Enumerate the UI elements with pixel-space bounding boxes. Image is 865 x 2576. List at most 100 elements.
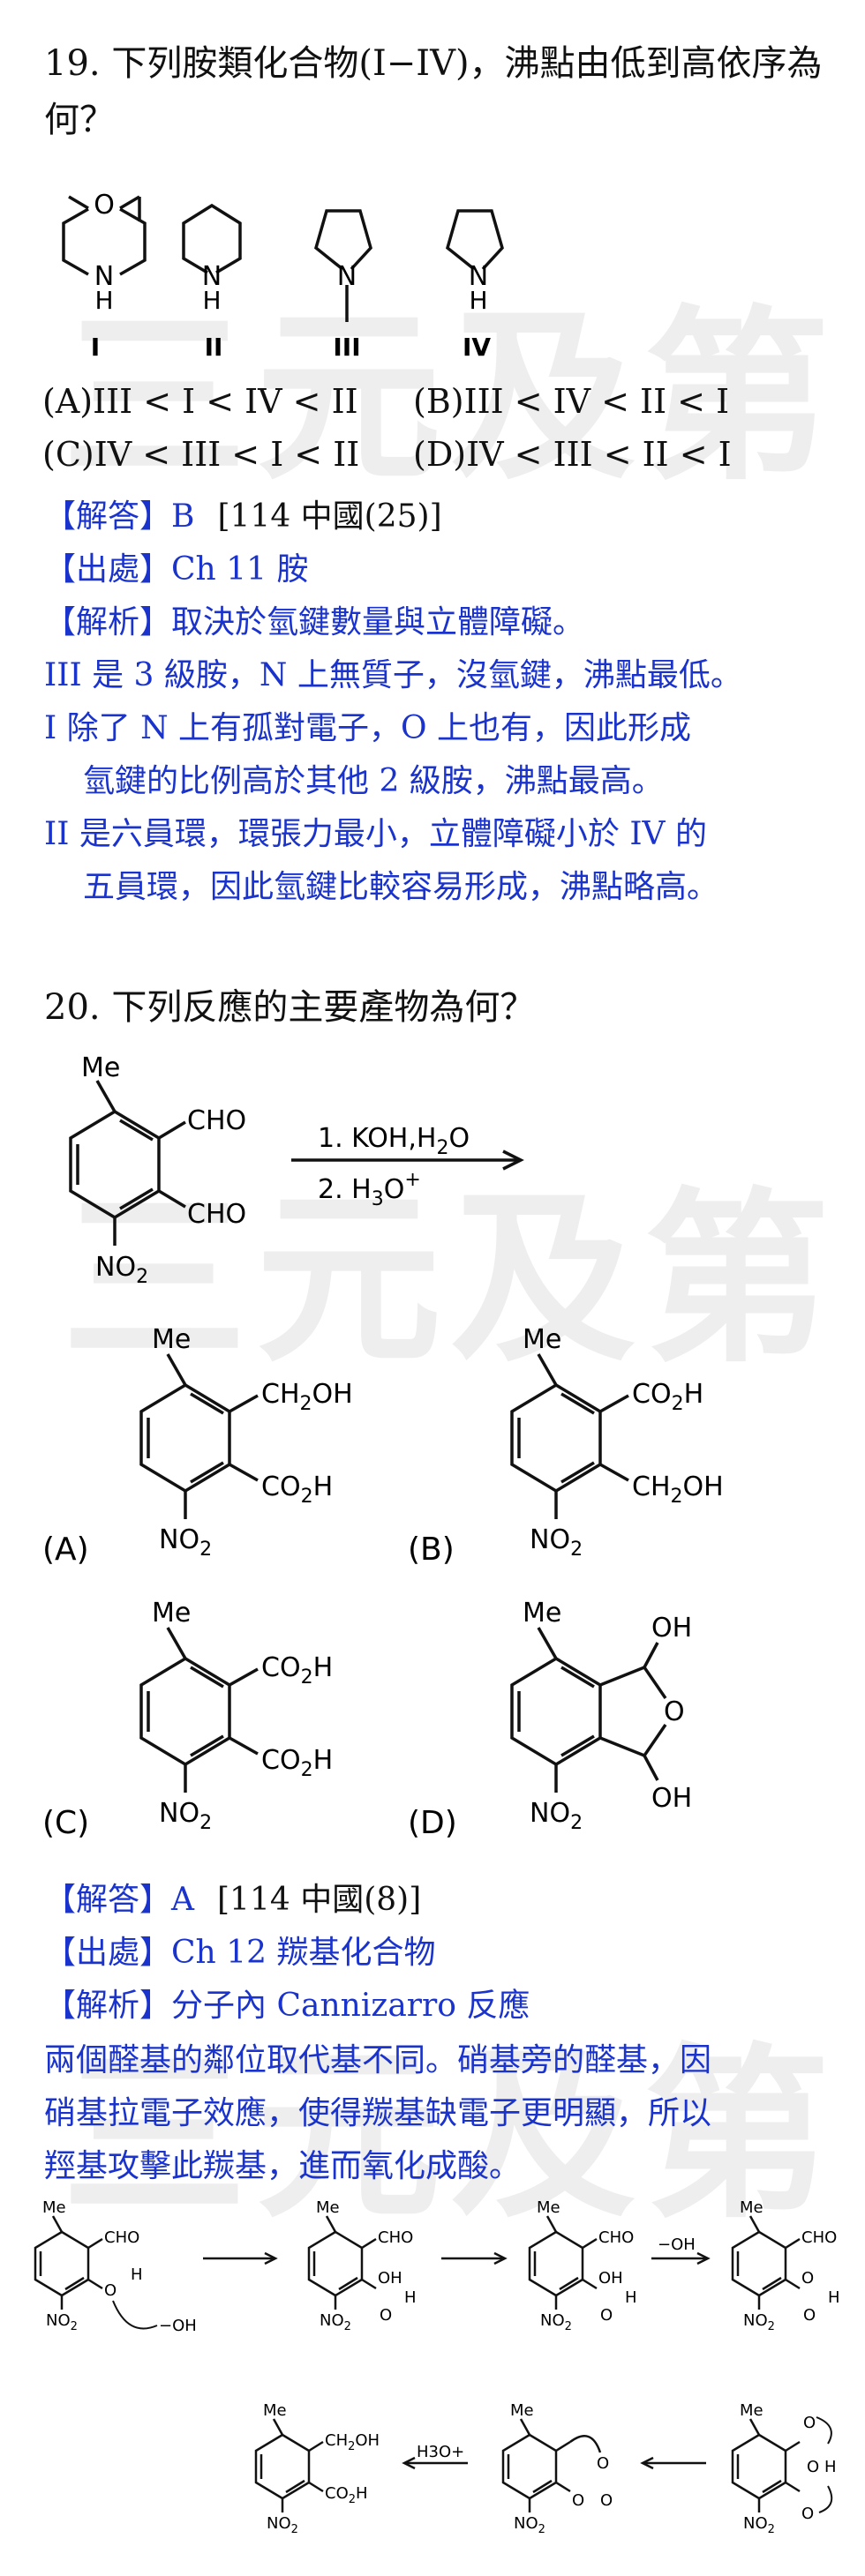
- svg-text:CHO: CHO: [378, 2228, 413, 2247]
- q19-option-d: (D)IV < III < II < I: [413, 435, 732, 474]
- opt-c-co2h-bottom: CO2H: [261, 1745, 333, 1781]
- svg-text:H: H: [824, 2458, 837, 2476]
- watermark: 三元及第: [62, 289, 839, 505]
- q19-stem-line2: 何？: [44, 100, 115, 140]
- svg-text:Me: Me: [537, 2198, 560, 2217]
- q19-exp-line: I 除了 N 上有孤對電子，O 上也有，因此形成: [44, 710, 692, 746]
- label-II: II: [205, 333, 223, 362]
- mech-step-4: Me CHO O H O NO2: [731, 2198, 840, 2333]
- q19-exp-line: III 是 3 級胺，N 上無質子，沒氫鍵，沸點最低。: [44, 657, 742, 693]
- svg-text:Me: Me: [510, 2401, 534, 2420]
- watermark: 三元及第: [62, 1172, 839, 1388]
- mech-step-2: Me CHO OH H O NO2: [307, 2198, 417, 2333]
- svg-text:H3O+: H3O+: [417, 2443, 464, 2461]
- q19-structures: O N H N H N N H I II III IV: [62, 190, 504, 362]
- opt-b-me: Me: [523, 1324, 561, 1355]
- piperidine-n: N: [202, 261, 222, 292]
- label-I: I: [91, 333, 100, 362]
- svg-text:H: H: [404, 2288, 417, 2307]
- morpholine-n: N: [94, 261, 114, 292]
- q20-stem-text: 下列反應的主要產物為何？: [111, 987, 536, 1028]
- q19-source: 【出處】Ch 11 胺: [44, 551, 309, 588]
- svg-text:H: H: [828, 2288, 840, 2307]
- q20-options-ab: Me CH2OH CO2H NO2 (A) Me CO2H CH2OH NO2 …: [42, 1324, 724, 1568]
- svg-text:OH: OH: [598, 2269, 623, 2288]
- svg-text:CHO: CHO: [104, 2228, 139, 2247]
- opt-a-key: (A): [42, 1531, 89, 1568]
- q20-explanation: 兩個醛基的鄰位取代基不同。硝基旁的醛基，因 硝基拉電子效應，使得羰基缺電子更明顯…: [44, 2034, 839, 2193]
- svg-text:H: H: [625, 2288, 637, 2307]
- svg-text:O: O: [801, 2505, 814, 2523]
- q19-number: 19.: [44, 43, 101, 84]
- q19-explanation: III 是 3 級胺，N 上無質子，沒氫鍵，沸點最低。 I 除了 N 上有孤對電…: [44, 649, 839, 914]
- opt-c-me: Me: [152, 1598, 191, 1629]
- svg-text:O: O: [801, 2269, 814, 2288]
- opt-c-co2h-top: CO2H: [261, 1652, 333, 1689]
- piperidine-h: H: [202, 286, 221, 315]
- svg-text:H: H: [131, 2265, 143, 2284]
- q19-stem-line1: 下列胺類化合物(I−IV)，沸點由低到高依序為: [111, 43, 823, 84]
- svg-text:CH2OH: CH2OH: [325, 2431, 380, 2453]
- q19-exp-line: 氫鍵的比例高於其他 2 級胺，沸點最高。: [83, 763, 664, 799]
- q19-option-c: (C)IV < III < I < II: [42, 435, 360, 474]
- opt-c-no2: NO2: [159, 1798, 212, 1834]
- svg-text:O: O: [600, 2491, 613, 2510]
- opt-a-co2h: CO2H: [261, 1471, 333, 1508]
- svg-text:O: O: [380, 2306, 392, 2325]
- svg-text:CO2H: CO2H: [325, 2484, 368, 2506]
- opt-d-oh-bottom: OH: [651, 1783, 692, 1814]
- svg-text:−OH: −OH: [658, 2235, 696, 2254]
- q19-analysis: 【解析】取決於氫鍵數量與立體障礙。: [44, 604, 585, 640]
- svg-text:NO2: NO2: [743, 2514, 775, 2536]
- svg-text:NO2: NO2: [320, 2311, 351, 2333]
- opt-b-co2h: CO2H: [632, 1379, 703, 1415]
- svg-text:O: O: [803, 2306, 816, 2325]
- q20-exp-line: 羥基攻擊此羰基，進而氧化成酸。: [44, 2148, 522, 2184]
- svg-text:Me: Me: [740, 2401, 763, 2420]
- label-IV: IV: [463, 333, 491, 362]
- mech-step-5: Me O O O NO2: [501, 2401, 613, 2536]
- svg-text:NO2: NO2: [540, 2311, 572, 2333]
- opt-b-ch2oh: CH2OH: [632, 1471, 724, 1508]
- svg-text:NO2: NO2: [514, 2514, 545, 2536]
- opt-a-no2: NO2: [159, 1524, 212, 1561]
- svg-text:O: O: [104, 2281, 117, 2300]
- q20-options-cd: Me CO2H CO2H NO2 (C) Me OH O OH NO2 (D): [42, 1598, 692, 1841]
- q20-reaction: Me CHO CHO NO2 1. KOH,H2O 2. H3O+: [69, 1052, 524, 1288]
- svg-text:O: O: [597, 2454, 609, 2473]
- watermark: 三元及第: [62, 2027, 839, 2243]
- opt-c-key: (C): [42, 1805, 89, 1841]
- svg-text:O: O: [803, 2414, 816, 2432]
- pyrrolidine-h: H: [469, 286, 487, 315]
- svg-text:Me: Me: [263, 2401, 287, 2420]
- svg-text:NO2: NO2: [743, 2311, 775, 2333]
- svg-text:CHO: CHO: [598, 2228, 634, 2247]
- q20-answer: 【解答】A[114 中國(8)]: [44, 1882, 422, 1918]
- sm-cho-top: CHO: [187, 1105, 246, 1136]
- opt-d-no2: NO2: [530, 1798, 583, 1834]
- sm-me: Me: [81, 1052, 120, 1083]
- label-III: III: [333, 333, 360, 362]
- svg-text:Me: Me: [316, 2198, 340, 2217]
- structure-I: [68, 195, 141, 221]
- mech-step-1: Me CHO O H NO2 −OH: [34, 2198, 197, 2335]
- q19-answer: 【解答】B[114 中國(25)]: [44, 498, 442, 535]
- mech-product: Me CH2OH CO2H NO2: [254, 2401, 380, 2536]
- svg-text:Me: Me: [740, 2198, 763, 2217]
- q20-number: 20.: [44, 987, 101, 1028]
- pyrrolidine-n-sub: N: [337, 261, 357, 292]
- morpholine-h: H: [94, 286, 113, 315]
- svg-text:NO2: NO2: [267, 2514, 298, 2536]
- q20-source: 【出處】Ch 12 羰基化合物: [44, 1935, 436, 1971]
- pyrrolidine-n: N: [469, 261, 488, 292]
- q20-mechanism: Me CHO O H NO2 −OH Me CHO OH H O NO2 Me …: [34, 2198, 840, 2536]
- opt-a-me: Me: [152, 1324, 191, 1355]
- opt-b-key: (B): [408, 1531, 455, 1568]
- opt-d-oh-top: OH: [651, 1613, 692, 1644]
- q19-option-a: (A)III < I < IV < II: [42, 382, 358, 421]
- mech-step-6: Me O O H O NO2: [731, 2401, 837, 2536]
- opt-d-key: (D): [408, 1805, 457, 1841]
- svg-text:Me: Me: [42, 2198, 66, 2217]
- opt-d-o-ring: O: [664, 1696, 685, 1727]
- svg-text:CHO: CHO: [801, 2228, 837, 2247]
